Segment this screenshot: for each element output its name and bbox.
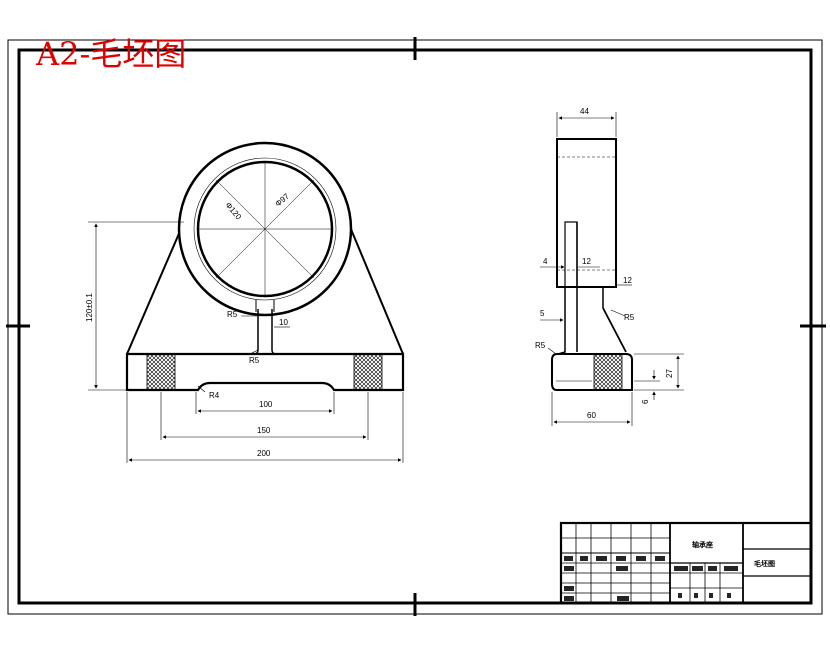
title-block (559, 521, 813, 605)
side-view (540, 112, 684, 426)
side-view-labels: 44 4 12 12 5 R5 R5 27 6 60 (535, 107, 674, 420)
bolt-hole-hatch-right (353, 353, 383, 391)
dim-base-step: 6 (641, 399, 650, 404)
front-view (88, 141, 405, 463)
dim-slot-offset: 4 (543, 257, 548, 266)
title-block-part-name: 轴承座 (692, 540, 713, 549)
title-block-drawing-no: 毛坯图 (754, 559, 775, 568)
dim-hole-span: 150 (257, 426, 271, 435)
dim-relief-radius: R4 (209, 391, 220, 400)
dim-total-width: 200 (257, 449, 271, 458)
dim-fillet-left: R5 (535, 341, 546, 350)
side-bolt-hatch (593, 353, 623, 391)
dim-height: 120±0.1 (85, 293, 94, 322)
sheet-title: A2-毛坯图 (36, 35, 187, 73)
outer-border (7, 39, 823, 615)
dim-slot-width: 10 (279, 318, 288, 327)
dim-fillet-right: R5 (624, 313, 635, 322)
dim-top-width: 44 (580, 107, 589, 116)
dim-base-height: 27 (665, 369, 674, 378)
dim-fillet-top: R5 (227, 310, 238, 319)
dim-relief-width: 100 (259, 400, 273, 409)
front-view-labels: Φ120 Φ97 120±0.1 10 R5 R5 R4 100 150 200 (85, 191, 291, 458)
dim-base-width: 60 (587, 411, 596, 420)
dim-side-slot-width: 12 (582, 257, 591, 266)
bolt-hole-hatch-left (146, 353, 176, 391)
dim-step: 5 (540, 309, 545, 318)
dim-fillet-bottom: R5 (249, 356, 260, 365)
dim-web-offset: 12 (623, 276, 632, 285)
centering-marks (6, 37, 826, 616)
